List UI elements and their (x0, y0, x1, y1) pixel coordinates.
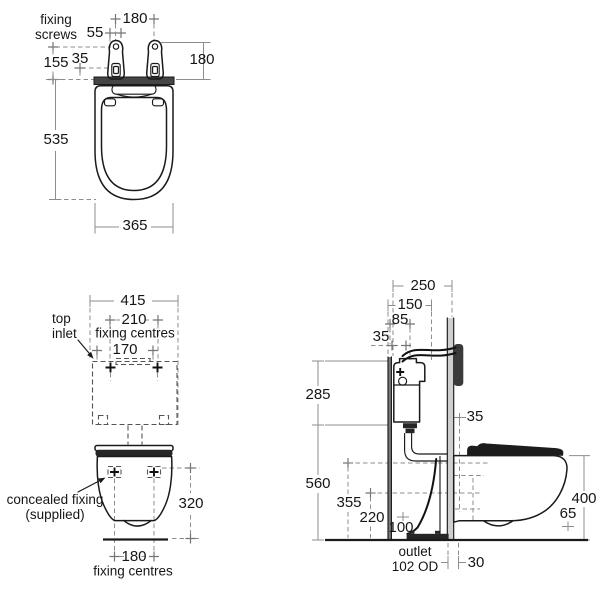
wall-section (447, 318, 454, 540)
dim-bracket-proj: 180 (189, 50, 215, 68)
wall-fixing-marks (105, 362, 163, 373)
pan-side (452, 454, 568, 523)
dim-mid-height: 355 (336, 493, 362, 511)
dim-frame-height: 560 (305, 474, 331, 492)
dim-screw-width: 55 (86, 23, 104, 41)
dim-wall-thickness: 30 (467, 553, 485, 571)
top-inlet-arrow (77, 339, 94, 359)
concealed-cistern-outline (91, 360, 178, 426)
dim-screw-inset: 35 (71, 49, 89, 67)
dim-fix-back: 35 (466, 407, 484, 425)
dim-inlet-depth: 85 (391, 310, 409, 328)
dim-pan-height: 400 (571, 489, 597, 507)
front-view (77, 295, 200, 562)
cistern-side (393, 357, 426, 434)
dim-fix-height: 320 (178, 494, 204, 512)
seat-hinge-bumps (103, 98, 165, 107)
dim-pan-width: 365 (122, 216, 148, 234)
soil-pipe (406, 455, 449, 540)
flush-pipe (404, 433, 448, 462)
frame-rail (387, 356, 392, 541)
flush-pipe-hidden (127, 425, 143, 445)
supply-pipe (401, 346, 457, 363)
inlet-knockout (115, 357, 151, 366)
fixing-screw-right (145, 39, 165, 80)
concealed-fixing-arrow (77, 477, 106, 493)
dim-outlet-height: 100 (388, 518, 414, 536)
dim-frame-width: 415 (120, 291, 146, 309)
plan-view (46, 14, 211, 234)
dim-fix-centres: 210 (121, 310, 147, 328)
side-view (312, 280, 590, 569)
seat-outline-top (100, 96, 168, 192)
outlet-bump-side (482, 520, 514, 527)
fixing-centres-caption: fixing centres (95, 325, 175, 341)
fixing-screw-left (106, 39, 126, 80)
outlet-label: outlet 102 OD (391, 544, 439, 574)
plan-dimensions (46, 14, 211, 234)
seat-hinge-bar (111, 84, 157, 98)
frame-feet (97, 414, 170, 426)
dim-pan-fix-centres: 180 (121, 547, 147, 565)
pan-fixing-centres-caption: fixing centres (93, 563, 173, 579)
dim-frame-depth: 250 (410, 276, 436, 294)
pan-front (96, 455, 173, 522)
dim-screw-centres: 180 (122, 9, 148, 27)
concealed-fixing-marks (107, 465, 162, 479)
dim-screw-proj: 155 (43, 53, 69, 71)
dim-inlet-centres: 170 (112, 340, 138, 358)
flush-plate (453, 344, 464, 386)
pan-outline-top (94, 85, 174, 201)
top-inlet-label: top inlet (52, 311, 77, 341)
seat-front (95, 449, 173, 457)
fixing-screws-label: fixing screws (34, 12, 78, 42)
hidden-detail-lines (348, 421, 489, 520)
dim-gap: 65 (559, 504, 577, 522)
dim-cistern-depth: 150 (397, 295, 423, 313)
seat-side (467, 443, 564, 456)
concealed-fixing-label: concealed fixing (supplied) (6, 492, 104, 522)
dim-inlet-back: 35 (372, 327, 390, 345)
dim-pan-depth: 535 (43, 130, 69, 148)
dim-low-height: 220 (359, 508, 385, 526)
outlet-bump (123, 519, 152, 527)
dim-cistern-height: 285 (305, 385, 331, 403)
